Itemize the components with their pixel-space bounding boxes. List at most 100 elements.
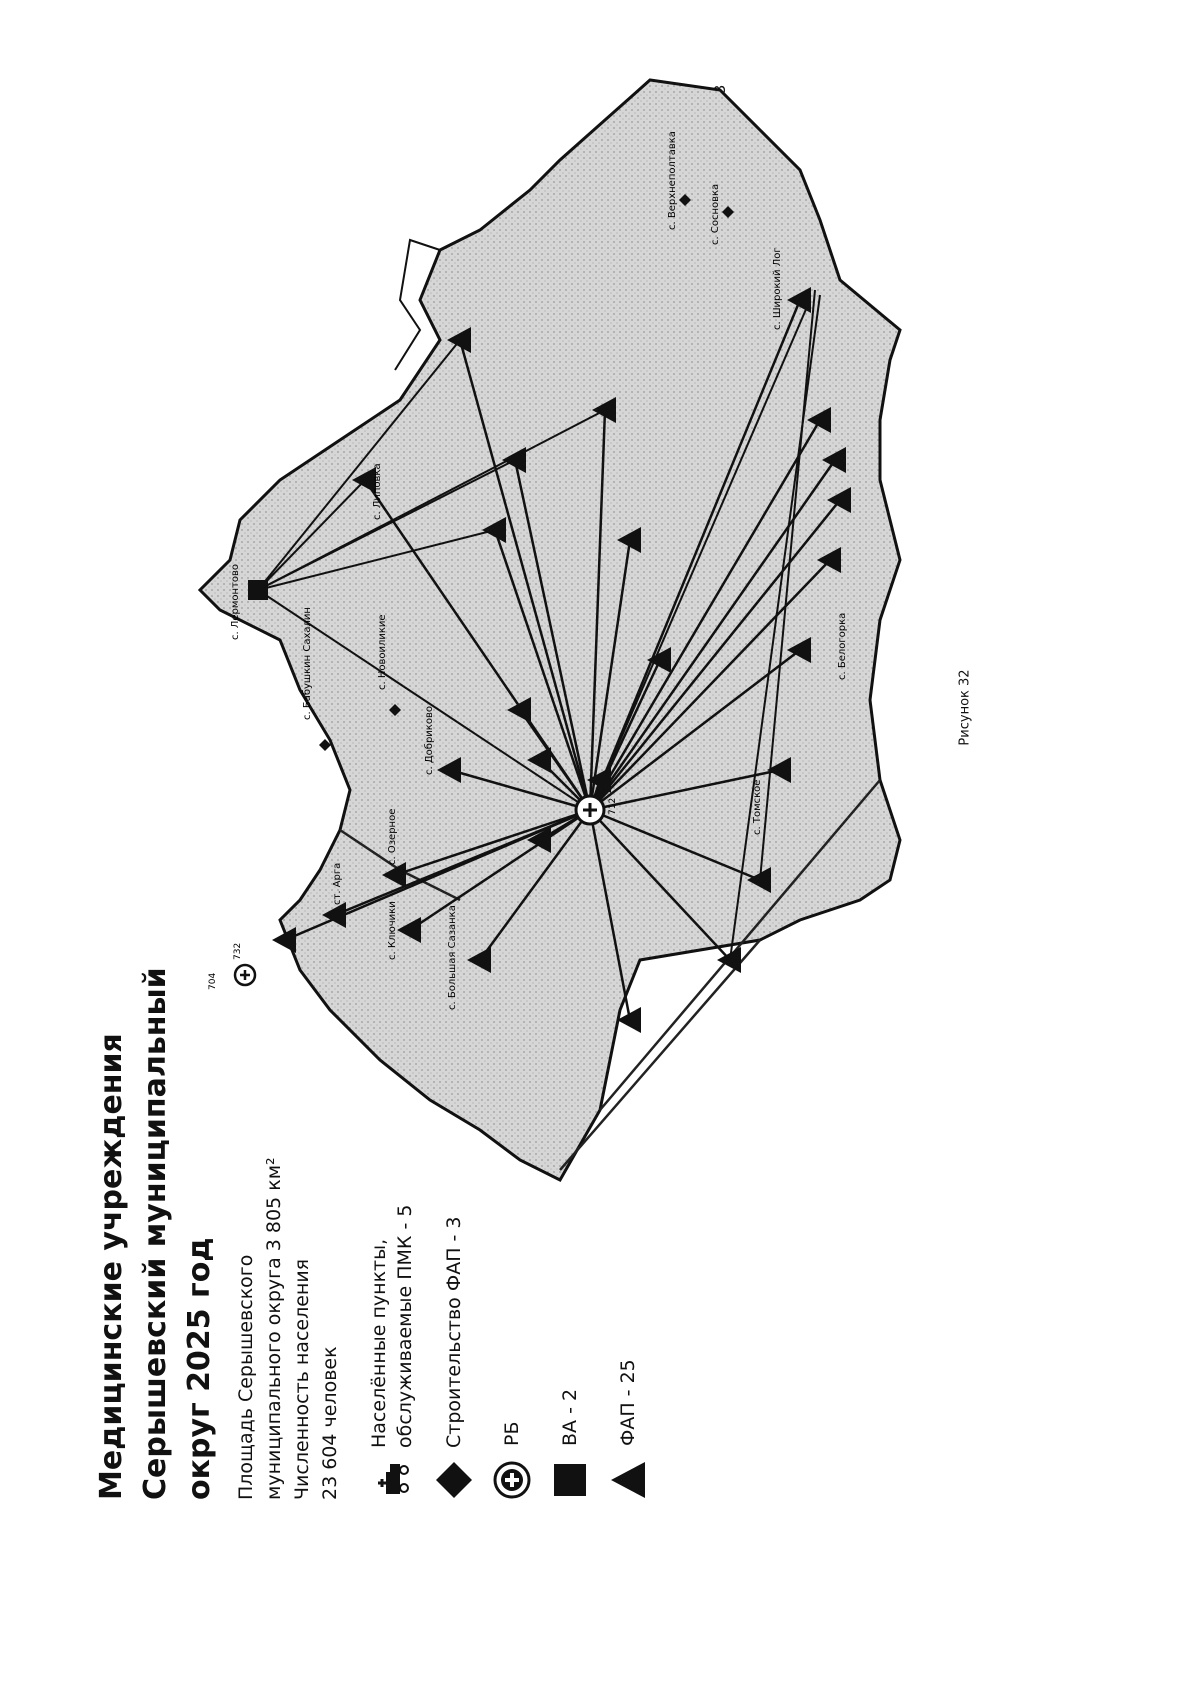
planned-fap-marker: [722, 206, 734, 218]
fap-marker: [322, 902, 346, 928]
fap-marker: [617, 527, 641, 553]
fap-marker: [787, 637, 811, 663]
legend-label: обслуживаемые ПМК - 5: [394, 1204, 416, 1448]
planned-fap-marker: [389, 704, 401, 716]
connection-line: [518, 709, 592, 811]
connection-line: [449, 768, 591, 812]
connection-line: [588, 809, 632, 1021]
connection-line: [478, 809, 592, 961]
hub-label: 712: [608, 798, 618, 815]
hospital-hub: [574, 794, 606, 826]
fap-marker: [447, 327, 471, 353]
settlement-label: с. Широкий Лог: [772, 247, 783, 330]
planned-fap-marker: [319, 739, 331, 751]
info-line: 23 604 человек: [319, 1346, 341, 1500]
info-line: Численность населения: [291, 1258, 313, 1500]
connection-line: [589, 499, 841, 811]
connection-line: [394, 808, 591, 877]
settlement-label: ст. Арга: [332, 863, 343, 905]
fap-marker: [587, 767, 611, 793]
info-line: Площадь Серышевского: [235, 1254, 257, 1500]
fap-marker: [592, 397, 616, 423]
square-icon: [554, 1464, 586, 1496]
title-line: округ 2025 год: [182, 1237, 217, 1500]
legend-label: ФАП - 25: [617, 1359, 639, 1446]
triangle-icon: [611, 1462, 645, 1498]
fap-marker: [507, 697, 531, 723]
settlement-labels: с. Лермонтово с. Липовка с. Бабушкин Сах…: [230, 131, 848, 1010]
fap-marker: [717, 947, 741, 973]
settlement-label: с. Липовка: [372, 463, 383, 520]
connection-line: [588, 299, 802, 811]
connection-line: [759, 289, 816, 881]
connection-line: [409, 808, 591, 932]
settlement-label: с. Сосновка: [710, 184, 721, 245]
fap-marker: [467, 947, 491, 973]
fap-marker: [827, 487, 851, 513]
planned-fap-marker: [679, 194, 691, 206]
settlement-label: с. Ключики: [387, 901, 398, 960]
legend-item: ВА - 2: [550, 200, 590, 1500]
settlement-label: с. Бабушкин Сахалин: [302, 607, 313, 720]
mobile-clinic-icon: [378, 1464, 409, 1494]
territory-outline-north: [394, 238, 441, 371]
fap-marker: [437, 757, 461, 783]
connection-line: [588, 409, 607, 811]
district-territory: [197, 78, 902, 1182]
fap-marker: [822, 447, 846, 473]
fap-marker: [767, 757, 791, 783]
legend-label: Строительство ФАП - 3: [443, 1216, 465, 1448]
settlement-markers: [248, 194, 851, 1033]
connection-line: [257, 589, 591, 811]
fap-marker: [352, 467, 376, 493]
connection-line: [588, 419, 822, 811]
settlement-label: с. Лермонтово: [230, 564, 241, 640]
connection-line: [513, 459, 592, 811]
connection-line: [589, 559, 831, 811]
connection-line: [729, 294, 821, 961]
settlement-label: с. Томское: [752, 780, 763, 835]
fap-marker: [482, 517, 506, 543]
diamond-icon: [436, 1462, 472, 1498]
fap-marker: [502, 447, 526, 473]
legend-item: ФАП - 25: [608, 200, 648, 1500]
legend-label: Населённые пункты,: [368, 1238, 390, 1448]
fap-marker: [787, 287, 811, 313]
legend-item: РБ: [492, 200, 532, 1500]
connection-line: [257, 479, 366, 591]
fap-marker: [817, 547, 841, 573]
fap-marker: [527, 827, 551, 853]
fap-marker: [397, 917, 421, 943]
connection-line: [257, 409, 606, 591]
settlement-label: с. Озерное: [387, 809, 398, 865]
connection-line: [257, 339, 461, 591]
settlement-label: с. Новоиликие: [377, 614, 388, 690]
connection-line: [589, 809, 731, 961]
fap-marker: [272, 927, 296, 953]
fap-marker: [617, 1007, 641, 1033]
top-left-road-label: 704: [208, 973, 218, 990]
legend-label: РБ: [501, 1421, 523, 1447]
connection-line: [589, 649, 801, 811]
info-line: муниципального округа 3 805 км²: [263, 1157, 285, 1500]
fap-marker: [647, 647, 671, 673]
fap-marker: [527, 747, 551, 773]
connection-line: [588, 539, 632, 811]
fap-marker: [747, 867, 771, 893]
title-line: Медицинские учреждения: [94, 1033, 129, 1500]
connection-line: [589, 299, 811, 811]
connection-line: [493, 529, 592, 811]
settlement-label: с. Верхнеполтавка: [667, 131, 678, 230]
connection-line: [589, 808, 761, 882]
connection-line: [257, 529, 496, 591]
fap-marker: [807, 407, 831, 433]
legend-item: Строительство ФАП - 3: [434, 200, 474, 1500]
legend-item: Населённые пункты, обслуживаемые ПМК - 5: [366, 200, 418, 1500]
connection-line: [458, 339, 592, 811]
title-line: Серышевский муниципальный: [138, 967, 173, 1500]
connection-line: [589, 768, 781, 812]
hospital-cross-icon: [493, 1461, 531, 1499]
figure-caption: Рисунок 32: [957, 669, 973, 746]
settlement-label: с. Большая Сазанка: [447, 905, 458, 1010]
